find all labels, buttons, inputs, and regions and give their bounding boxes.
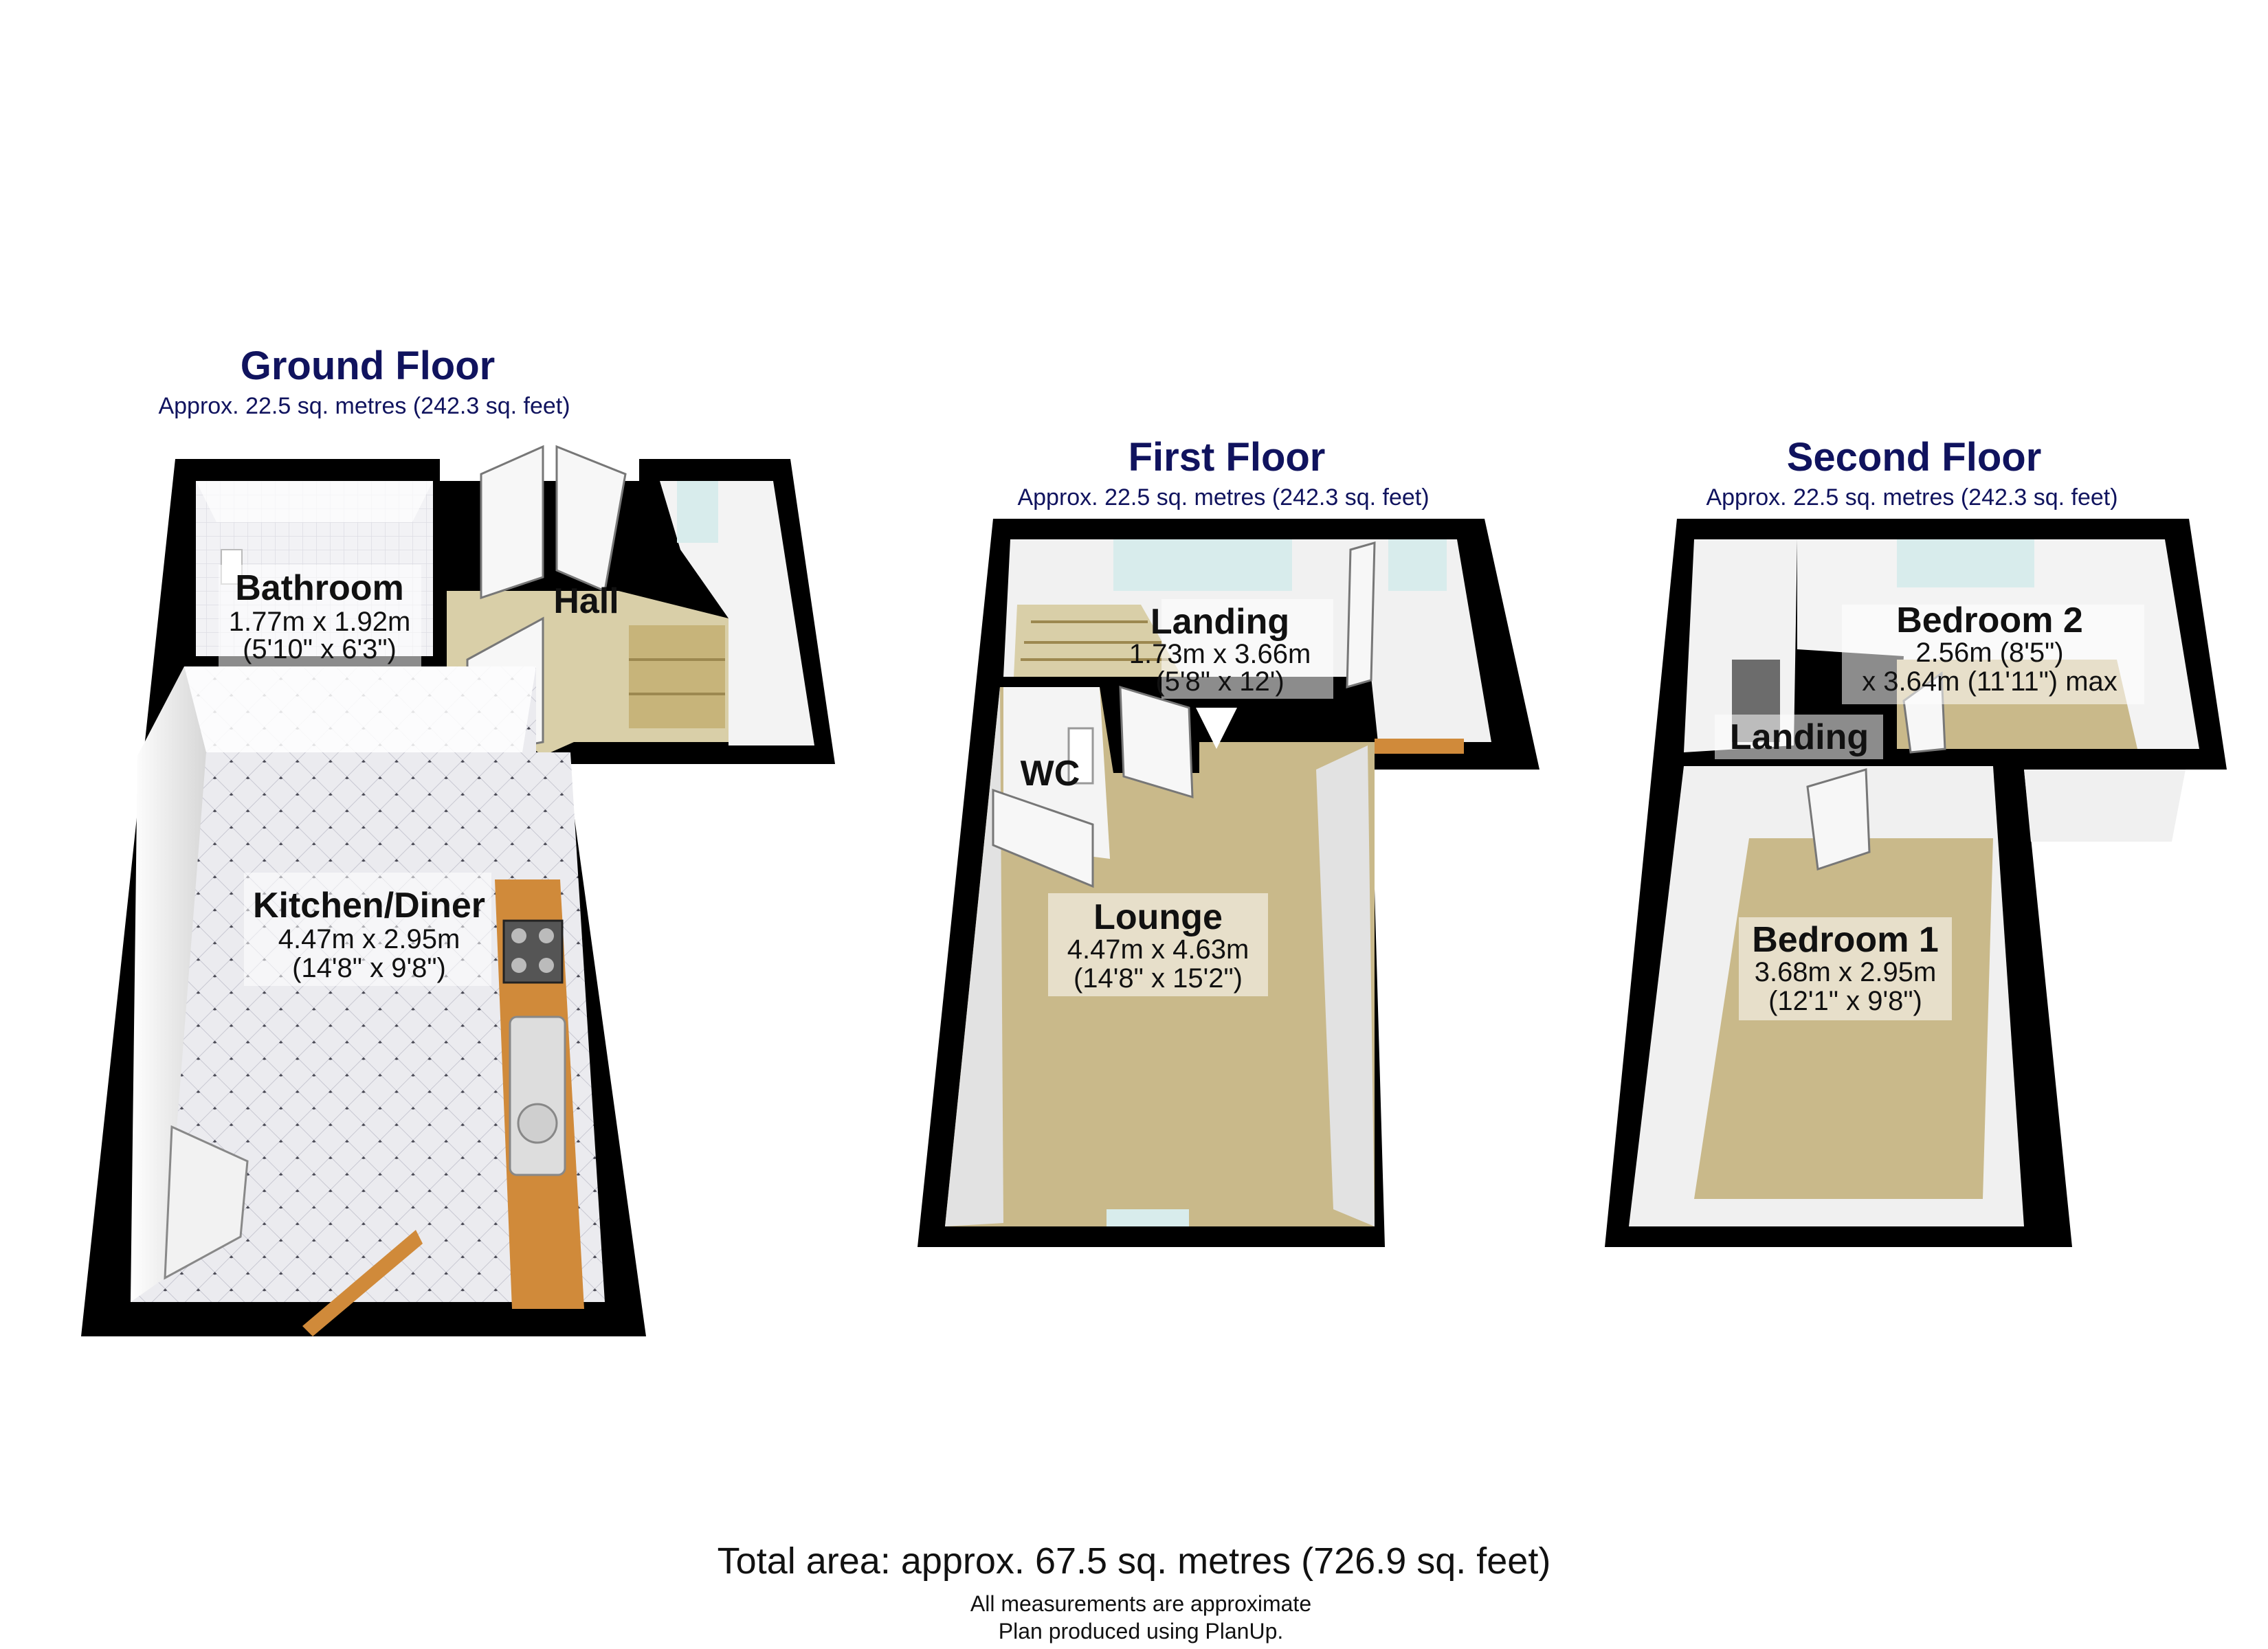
kitchen-wall-shade <box>184 666 536 752</box>
landing-window <box>1113 539 1292 591</box>
bedroom-1-dim1: 3.68m x 2.95m <box>1755 957 1937 987</box>
hob-ring <box>511 928 526 943</box>
lounge-door <box>1119 685 1194 799</box>
kitchen-name: Kitchen/Diner <box>253 886 485 926</box>
lounge-right-wall <box>1316 745 1375 1226</box>
ground-floor-area: Approx. 22.5 sq. metres (242.3 sq. feet) <box>158 393 570 419</box>
first-floor: First Floor Approx. 22.5 sq. metres (242… <box>918 435 1539 1247</box>
bedroom-1-door <box>1806 768 1871 871</box>
bathroom-dim1: 1.77m x 1.92m <box>229 607 411 637</box>
kitchen-dim1: 4.47m x 2.95m <box>278 924 460 954</box>
lounge-wall-top <box>1196 708 1237 749</box>
hall-wall-shade <box>660 481 814 745</box>
landing-door <box>1346 541 1376 689</box>
front-door-right <box>555 445 627 593</box>
bathroom-label-bg <box>219 565 421 668</box>
lounge-window <box>1107 1209 1189 1226</box>
landing-dim2: (5'8" x 12') <box>1155 666 1284 697</box>
producer-note: Plan produced using PlanUp. <box>999 1619 1284 1644</box>
landing-shelf <box>1375 739 1464 754</box>
front-door-left <box>480 445 544 600</box>
wc-door <box>992 788 1094 888</box>
stairs-steps <box>1021 620 1172 661</box>
landing-label-bg <box>1161 599 1333 699</box>
stairs-steps <box>629 658 725 695</box>
measurement-note: All measurements are approximate <box>970 1591 1311 1616</box>
hob-icon <box>502 919 564 984</box>
plan-footer: Total area: approx. 67.5 sq. metres (726… <box>718 1540 1551 1644</box>
ground-floor-title: Ground Floor <box>241 344 496 388</box>
hob-ring <box>539 928 554 943</box>
second-floor-area: Approx. 22.5 sq. metres (242.3 sq. feet) <box>1706 484 2117 511</box>
sink-bowl <box>517 1103 558 1144</box>
upper-landing-label-bg <box>1715 715 1883 759</box>
second-right-wall-shade <box>2024 770 2186 842</box>
total-area: Total area: approx. 67.5 sq. metres (726… <box>718 1540 1551 1582</box>
hall-name: Hall <box>553 581 619 621</box>
landing-window-2 <box>1388 539 1447 591</box>
lounge-label-bg <box>1048 893 1268 996</box>
bathroom-name: Bathroom <box>235 568 404 608</box>
bedroom-2-dim1: 2.56m (8'5") <box>1915 638 2063 668</box>
bedroom-2-dim2: x 3.64m (11'11") max <box>1862 666 2117 697</box>
lounge-dim2: (14'8" x 15'2") <box>1074 963 1243 994</box>
cupboard-door <box>164 1125 249 1280</box>
toilet-icon <box>1067 727 1094 785</box>
second-floor-title: Second Floor <box>1787 435 2042 480</box>
bedroom-2-label-bg <box>1842 605 2144 704</box>
hob-ring <box>539 958 554 973</box>
first-floor-title: First Floor <box>1129 435 1326 480</box>
bedroom-1-label-bg <box>1739 917 1952 1020</box>
lounge-dim1: 4.47m x 4.63m <box>1067 934 1249 965</box>
first-floor-area: Approx. 22.5 sq. metres (242.3 sq. feet) <box>1017 484 1429 511</box>
second-floor: Second Floor Approx. 22.5 sq. metres (24… <box>1605 435 2227 1247</box>
kitchen-dim2: (14'8" x 9'8") <box>292 953 446 983</box>
stairs-icon <box>629 625 725 728</box>
bedroom-1-name: Bedroom 1 <box>1752 920 1939 960</box>
wc-name: WC <box>1021 754 1080 794</box>
bedroom-2-name: Bedroom 2 <box>1896 601 2083 640</box>
kitchen-left-wall <box>131 666 206 1302</box>
hall-window <box>677 481 718 543</box>
lounge-name: Lounge <box>1093 897 1223 937</box>
bathroom-dim2: (5'10" x 6'3") <box>243 634 397 664</box>
kitchen-label-bg <box>244 873 491 986</box>
hob-ring <box>511 958 526 973</box>
bedroom-1-dim2: (12'1" x 9'8") <box>1768 986 1922 1016</box>
bathroom-wall-shade <box>196 481 433 522</box>
landing-dim1: 1.73m x 3.66m <box>1129 639 1311 669</box>
landing-name: Landing <box>1150 602 1289 642</box>
sink-icon <box>509 1016 566 1176</box>
back-door <box>302 1230 423 1336</box>
bedroom-2-window <box>1897 539 2034 587</box>
ground-floor: Ground Floor Approx. 22.5 sq. metres (24… <box>81 344 835 1336</box>
upper-landing-name: Landing <box>1730 717 1869 757</box>
lounge-left-wall <box>945 687 1003 1226</box>
